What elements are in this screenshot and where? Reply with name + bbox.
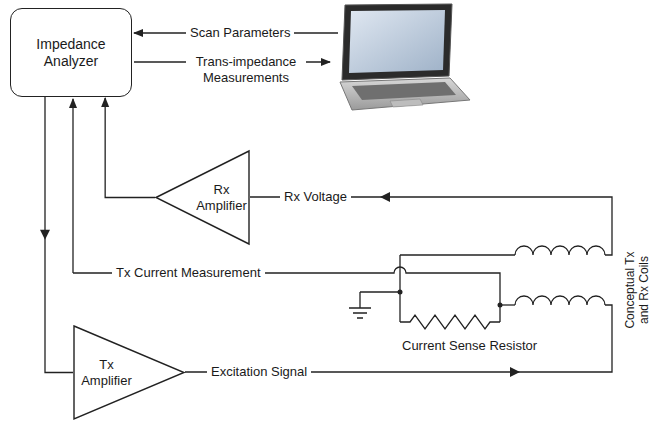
arrow-head <box>40 230 50 240</box>
ground-wire <box>399 255 400 322</box>
current-wire <box>72 99 73 273</box>
signal-connector <box>45 97 73 373</box>
amplifier-triangle: Tx Amplifier <box>73 325 185 420</box>
excitation-wire <box>185 305 612 372</box>
resistor-symbol <box>400 315 500 329</box>
junction-dot <box>498 303 503 308</box>
ground-wire <box>360 291 400 292</box>
signal-label: Current Sense Resistor <box>398 338 541 354</box>
tx-coil <box>515 296 605 305</box>
arrow-head <box>380 192 390 202</box>
node-label: Tx Amplifier <box>76 357 138 389</box>
wires <box>73 33 612 372</box>
node-label: Impedance Analyzer <box>26 36 116 70</box>
signal-label: Excitation Signal <box>207 364 311 380</box>
amplifier-triangle: Rx Amplifier <box>155 150 250 245</box>
laptop-icon <box>340 4 470 110</box>
ground-symbol <box>349 292 371 318</box>
arrow-head <box>510 367 520 377</box>
junction-dot <box>398 290 403 295</box>
signal-label: Tx Current Measurement <box>112 265 265 281</box>
signal-connector <box>105 98 155 198</box>
node-label: Rx Amplifier <box>193 182 250 214</box>
signal-label: Scan Parameters <box>186 25 294 41</box>
coil-return-wire <box>400 254 515 255</box>
rx-coil <box>515 246 605 255</box>
signal-label: Rx Voltage <box>280 189 351 205</box>
analyzer-box: Impedance Analyzer <box>10 8 132 97</box>
rx-voltage-wire <box>250 197 612 255</box>
signal-label: Trans-impedance Measurements <box>186 54 306 86</box>
coil-caption: Conceptual Tx and Rx Coils <box>623 240 651 340</box>
